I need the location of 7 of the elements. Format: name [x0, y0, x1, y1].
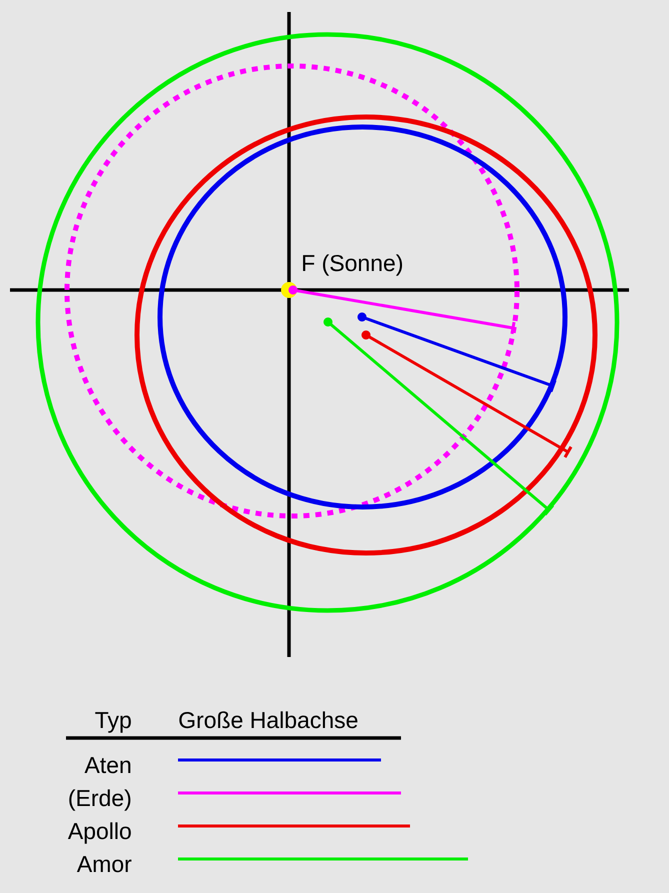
- legend-label: (Erde): [69, 789, 130, 811]
- sun-label: F (Sonne): [303, 254, 402, 276]
- legend-label: Aten: [84, 757, 130, 774]
- legend-label: Apollo: [68, 822, 131, 844]
- column-header: Typ: [95, 712, 131, 733]
- legend-label: Amor: [76, 856, 132, 872]
- column-header: Große Halbachse: [179, 711, 358, 728]
